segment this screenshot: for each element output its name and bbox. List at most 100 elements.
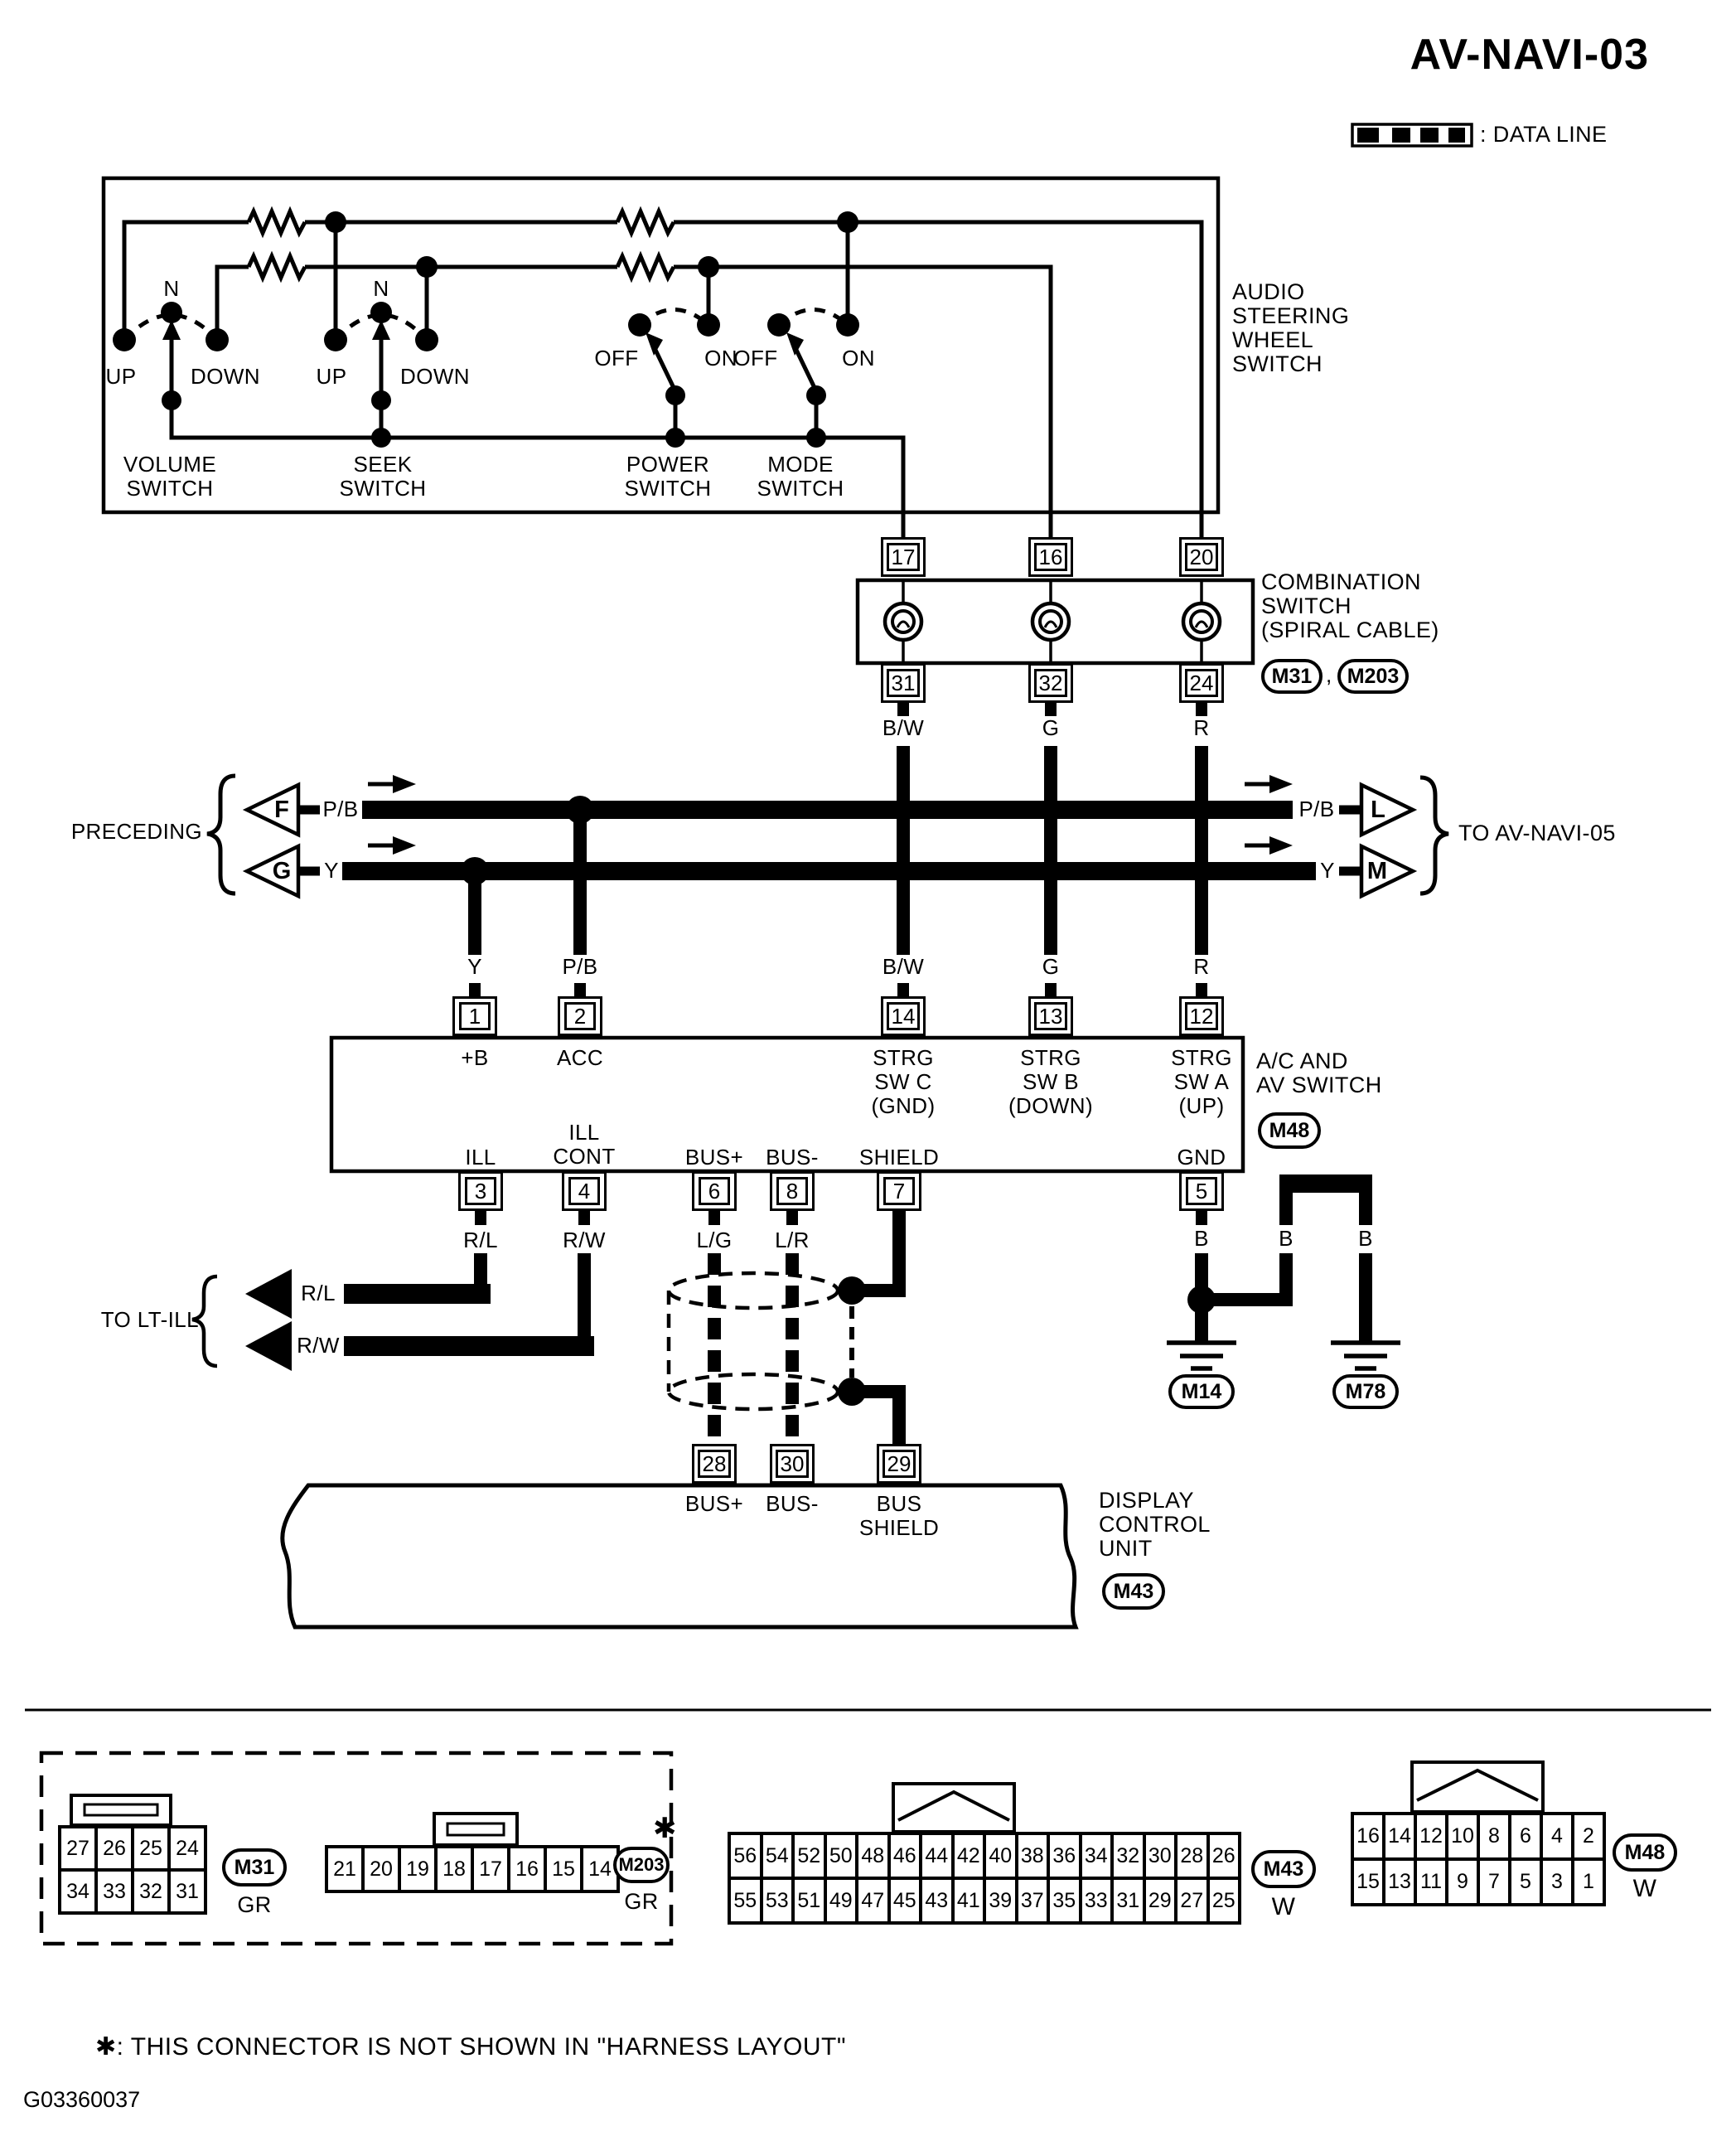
pin-32: 32	[1028, 663, 1073, 703]
pin-12: 12	[1179, 996, 1224, 1036]
comma: ,	[1326, 662, 1332, 687]
page-title: AV-NAVI-03	[1410, 31, 1649, 79]
pin-cell-16: 16	[509, 1847, 545, 1891]
connector-id-m31: M31	[222, 1848, 287, 1886]
pin-cell-4: 4	[1541, 1814, 1573, 1859]
pin-cell-38: 38	[1016, 1833, 1048, 1878]
pin-3: 3	[458, 1171, 503, 1211]
seek-down-label: DOWN	[400, 364, 470, 389]
document-number: G03360037	[23, 2087, 141, 2112]
pb-label-right: P/B	[1298, 797, 1335, 821]
pin-cell-6: 6	[1510, 1814, 1541, 1859]
pin-8: 8	[770, 1171, 815, 1211]
triangle-g-letter: G	[272, 858, 292, 884]
pin-cell-48: 48	[857, 1833, 889, 1878]
pin-cell-50: 50	[824, 1833, 857, 1878]
terminal-plus-b: +B	[461, 1045, 489, 1070]
terminal-shield: SHIELD	[858, 1145, 940, 1170]
lt-ill-wires	[191, 1253, 594, 1371]
triangle-l-letter: L	[1371, 797, 1385, 823]
volume-n-label: N	[163, 276, 180, 301]
terminal-strg-sw-b: STRG SW B (DOWN)	[1008, 1045, 1094, 1118]
pin-cell-8: 8	[1478, 1814, 1510, 1859]
pin-4: 4	[562, 1171, 607, 1211]
pin-cell-54: 54	[761, 1833, 793, 1878]
pin-cell-56: 56	[729, 1833, 762, 1878]
data-line-bus	[206, 773, 1449, 955]
m203-asterisk: ✱	[653, 1813, 677, 1844]
wire-g-label-2: G	[1042, 954, 1060, 979]
pin-cell-25: 25	[133, 1827, 169, 1870]
connector-ref-m48: M48	[1258, 1112, 1321, 1149]
volume-down-label: DOWN	[191, 364, 260, 389]
pin-24: 24	[1179, 663, 1224, 703]
pin-cell-2: 2	[1573, 1814, 1604, 1859]
av-switch-label: A/C AND AV SWITCH	[1256, 1049, 1382, 1097]
pin-cell-27: 27	[1176, 1878, 1208, 1923]
ground-ref-m14: M14	[1168, 1374, 1235, 1409]
pin-6: 6	[692, 1171, 737, 1211]
pin-28: 28	[692, 1444, 737, 1484]
pin-cell-29: 29	[1144, 1878, 1176, 1923]
pin-1: 1	[452, 996, 497, 1036]
seek-switch-name: SEEK SWITCH	[339, 452, 427, 501]
terminal-bus-minus: BUS-	[766, 1145, 819, 1170]
wire-b-label-3: B	[1358, 1226, 1373, 1251]
pin-17: 17	[881, 537, 926, 577]
wire-rl-label: R/L	[463, 1228, 498, 1252]
pin-cell-47: 47	[857, 1878, 889, 1923]
mode-switch-name: MODE SWITCH	[757, 452, 844, 501]
connector-id-m203: M203	[613, 1847, 670, 1883]
terminal-strg-sw-c: STRG SW C (GND)	[871, 1045, 936, 1118]
terminal-strg-sw-a: STRG SW A (UP)	[1171, 1045, 1232, 1118]
connector-color-m43: W	[1271, 1893, 1296, 1920]
pin-cell-55: 55	[729, 1878, 762, 1923]
pin-cell-25: 25	[1207, 1878, 1240, 1923]
connector-id-m48: M48	[1613, 1833, 1677, 1872]
wire-b-label-2: B	[1279, 1226, 1294, 1251]
pin-20: 20	[1179, 537, 1224, 577]
rw-arrow-label: R/W	[297, 1333, 340, 1358]
wire-r-label-2: R	[1193, 954, 1210, 979]
pin-cell-43: 43	[921, 1878, 953, 1923]
seek-n-label: N	[373, 276, 389, 301]
pin-cell-31: 31	[1112, 1878, 1144, 1923]
pin-cell-45: 45	[888, 1878, 921, 1923]
to-lt-ill-label: TO LT-ILL	[100, 1307, 199, 1332]
pin-cell-12: 12	[1415, 1814, 1447, 1859]
pin-cell-19: 19	[399, 1847, 436, 1891]
wire-lg-label: L/G	[696, 1228, 733, 1252]
rl-arrow-label: R/L	[301, 1281, 336, 1305]
connector-ref-m203: M203	[1337, 659, 1409, 694]
pin-cell-21: 21	[326, 1847, 363, 1891]
pin-cell-36: 36	[1048, 1833, 1081, 1878]
pin-cell-30: 30	[1144, 1833, 1176, 1878]
footnote: ✱: THIS CONNECTOR IS NOT SHOWN IN "HARNE…	[95, 2033, 846, 2061]
wire-g-label: G	[1042, 715, 1060, 740]
volume-switch-name: VOLUME SWITCH	[123, 452, 217, 501]
ground-ref-m78: M78	[1332, 1374, 1399, 1409]
audio-steering-wheel-switch-label: AUDIO STEERING WHEEL SWITCH	[1232, 279, 1350, 376]
wire-r-label: R	[1193, 715, 1210, 740]
wire-pb-label-2: P/B	[562, 954, 598, 979]
pin-cell-3: 3	[1541, 1859, 1573, 1905]
pin-cell-5: 5	[1510, 1859, 1541, 1905]
pin-cell-14: 14	[582, 1847, 618, 1891]
pin-cell-9: 9	[1447, 1859, 1478, 1905]
pin-cell-42: 42	[952, 1833, 984, 1878]
pin-cell-34: 34	[60, 1870, 96, 1913]
y-label-right: Y	[1320, 858, 1335, 883]
pin-cell-27: 27	[60, 1827, 96, 1870]
display-control-unit-label: DISPLAY CONTROL UNIT	[1099, 1488, 1211, 1561]
steering-wheel-switch-circuit	[101, 176, 1221, 539]
pin-cell-16: 16	[1352, 1814, 1384, 1859]
connector-ref-m43: M43	[1102, 1573, 1165, 1610]
display-bus-plus-label: BUS+	[684, 1491, 744, 1516]
connector-color-m203: GR	[624, 1889, 659, 1914]
pin-cell-10: 10	[1447, 1814, 1478, 1859]
pin-14: 14	[881, 996, 926, 1036]
